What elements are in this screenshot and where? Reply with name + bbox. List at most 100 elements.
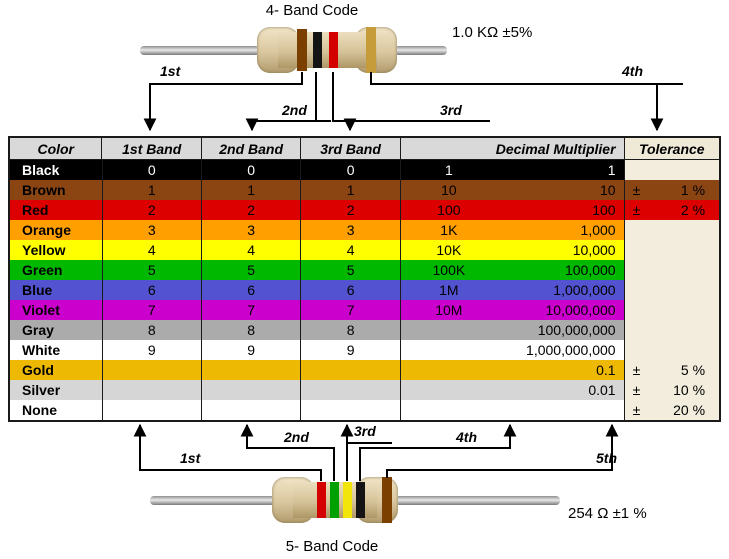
multiplier-cell: 1M 1,000,000: [399, 280, 624, 300]
multiplier-short: 10M: [435, 302, 463, 318]
tolerance-value: 5 %: [680, 362, 706, 378]
multiplier-full: 1,000,000: [553, 282, 616, 298]
header-tolerance: Tolerance: [623, 138, 719, 159]
resistor-body: [278, 32, 377, 68]
band2-digit: [200, 360, 300, 380]
band3-digit: 8: [300, 320, 399, 340]
arrow-label-2nd-bottom: 2nd: [284, 429, 309, 445]
band-2: [313, 32, 322, 68]
header-2nd-band: 2nd Band: [200, 138, 300, 159]
band2-digit: [200, 400, 300, 420]
arrow-label-1st-bottom: 1st: [180, 450, 201, 466]
tolerance-sign: ±: [632, 382, 641, 398]
band3-digit: 3: [300, 220, 399, 240]
four-band-title: 4- Band Code: [265, 2, 359, 19]
color-name: Green: [22, 262, 63, 278]
band2-digit: 4: [200, 240, 300, 260]
multiplier-short: 10K: [436, 242, 462, 258]
band-2: [330, 482, 339, 518]
tolerance-cell: ±5 %: [623, 360, 720, 380]
tolerance-sign: ±: [632, 182, 641, 198]
arrow-label-4th-bottom: 4th: [456, 429, 477, 445]
multiplier-short: 1: [444, 162, 453, 178]
four-band-value: 1.0 KΩ ±5%: [452, 24, 533, 41]
tolerance-cell: [623, 160, 720, 180]
table-row-gold: Gold 0.1 ±5 %: [10, 360, 720, 380]
tolerance-cell: [623, 280, 720, 300]
arrow-3rd-top-line: [332, 72, 490, 122]
band3-digit: 9: [300, 340, 399, 360]
band3-digit: [300, 400, 399, 420]
arrow-label-3rd-bottom: 3rd: [354, 423, 376, 439]
band-1: [297, 29, 307, 71]
header-decimal-multiplier: Decimal Multiplier: [399, 138, 624, 159]
table-row-gray: Gray 8 8 8 100,000,000: [10, 320, 720, 340]
five-band-value: 254 Ω ±1 %: [568, 505, 647, 522]
band-3: [329, 32, 338, 68]
color-name: Violet: [22, 302, 60, 318]
tolerance-value: 10 %: [673, 382, 706, 398]
multiplier-short: 100: [437, 202, 461, 218]
arrow-label-2nd-top: 2nd: [282, 102, 307, 118]
band1-digit: 1: [101, 180, 201, 200]
tolerance-sign: ±: [632, 202, 641, 218]
band3-digit: [300, 380, 399, 400]
resistor-lead-right: [395, 496, 560, 505]
band-3: [343, 482, 352, 518]
band3-digit: 2: [300, 200, 399, 220]
band2-digit: 5: [200, 260, 300, 280]
band3-digit: 4: [300, 240, 399, 260]
band3-digit: 7: [300, 300, 399, 320]
band1-digit: [101, 400, 201, 420]
color-name: Yellow: [22, 242, 66, 258]
color-name: Silver: [22, 382, 61, 398]
multiplier-cell: 10M 10,000,000: [399, 300, 624, 320]
multiplier-short: 1M: [439, 282, 459, 298]
five-band-title: 5- Band Code: [285, 538, 379, 555]
band2-digit: 9: [200, 340, 300, 360]
table-row-silver: Silver 0.01 ±10 %: [10, 380, 720, 400]
resistor-lead-left: [140, 46, 260, 55]
band-5: [382, 477, 392, 523]
tolerance-cell: ±10 %: [623, 380, 720, 400]
multiplier-cell: 0.01: [399, 380, 624, 400]
color-name: Red: [22, 202, 49, 218]
color-name: Gold: [22, 362, 54, 378]
band1-digit: 2: [101, 200, 201, 220]
band-1: [317, 482, 326, 518]
resistor-lead-left: [150, 496, 275, 505]
band2-digit: 0: [200, 160, 300, 180]
arrow-label-1st-top: 1st: [160, 63, 181, 79]
arrow-1st-top: [143, 72, 303, 132]
band2-digit: [200, 380, 300, 400]
multiplier-full: 10,000: [572, 242, 616, 258]
tolerance-cell: [623, 240, 720, 260]
color-name: White: [22, 342, 61, 358]
band2-digit: 8: [200, 320, 300, 340]
band2-digit: 7: [200, 300, 300, 320]
multiplier-short: 1K: [440, 222, 458, 238]
band2-digit: 6: [200, 280, 300, 300]
tolerance-sign: ±: [632, 362, 641, 378]
band2-digit: 3: [200, 220, 300, 240]
color-name: Gray: [22, 322, 54, 338]
tolerance-value: 2 %: [680, 202, 706, 218]
band1-digit: 0: [101, 160, 201, 180]
multiplier-full: 10,000,000: [545, 302, 616, 318]
arrow-label-5th-bottom: 5th: [596, 450, 617, 466]
tolerance-cell: [623, 320, 720, 340]
multiplier-full: 1: [607, 162, 616, 178]
tolerance-cell: ±20 %: [623, 400, 720, 420]
tolerance-cell: ±2 %: [623, 200, 720, 220]
table-header-row: Color 1st Band 2nd Band 3rd Band Decimal…: [10, 138, 719, 160]
